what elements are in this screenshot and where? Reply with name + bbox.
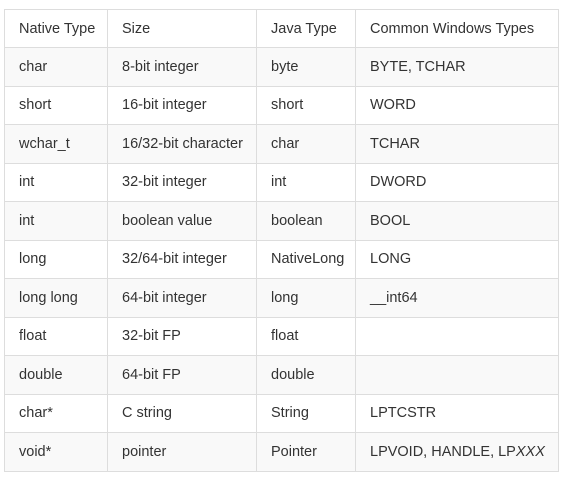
- cell-size: 32-bit integer: [107, 162, 257, 202]
- cell-windows-types: [355, 355, 559, 395]
- table-row: wchar_t 16/32-bit character char TCHAR: [4, 124, 559, 164]
- cell-size: C string: [107, 393, 257, 433]
- cell-java-type: boolean: [256, 201, 356, 241]
- cell-size: boolean value: [107, 201, 257, 241]
- table-row: long long 64-bit integer long __int64: [4, 278, 559, 318]
- cell-java-type: long: [256, 278, 356, 318]
- cell-native-type: short: [4, 85, 108, 125]
- cell-native-type: char: [4, 47, 108, 87]
- cell-size: 16-bit integer: [107, 85, 257, 125]
- cell-java-type: short: [256, 85, 356, 125]
- cell-native-type: long long: [4, 278, 108, 318]
- table-row: int 32-bit integer int DWORD: [4, 162, 559, 202]
- cell-size: pointer: [107, 432, 257, 472]
- cell-windows-types: [355, 316, 559, 356]
- cell-native-type: long: [4, 239, 108, 279]
- header-row: Native Type Size Java Type Common Window…: [4, 9, 559, 48]
- cell-windows-types: __int64: [355, 278, 559, 318]
- table-row: short 16-bit integer short WORD: [4, 85, 559, 125]
- cell-native-type: int: [4, 201, 108, 241]
- table-row: float 32-bit FP float: [4, 316, 559, 356]
- windows-types-placeholder-suffix: XXX: [515, 443, 545, 460]
- cell-native-type: double: [4, 355, 108, 395]
- cell-windows-types: BYTE, TCHAR: [355, 47, 559, 87]
- cell-size: 32/64-bit integer: [107, 239, 257, 279]
- cell-java-type: String: [256, 393, 356, 433]
- cell-java-type: Pointer: [256, 432, 356, 472]
- table-row: double 64-bit FP double: [4, 355, 559, 395]
- cell-windows-types: BOOL: [355, 201, 559, 241]
- cell-native-type: char*: [4, 393, 108, 433]
- cell-windows-types: WORD: [355, 85, 559, 125]
- table-row: void* pointer Pointer LPVOID, HANDLE, LP…: [4, 432, 559, 472]
- cell-java-type: NativeLong: [256, 239, 356, 279]
- cell-windows-types: TCHAR: [355, 124, 559, 164]
- cell-java-type: byte: [256, 47, 356, 87]
- cell-windows-types: LPTCSTR: [355, 393, 559, 433]
- cell-size: 32-bit FP: [107, 316, 257, 356]
- cell-size: 64-bit integer: [107, 278, 257, 318]
- table-row: long 32/64-bit integer NativeLong LONG: [4, 239, 559, 279]
- cell-windows-types: LPVOID, HANDLE, LPXXX: [355, 432, 559, 472]
- header-size: Size: [107, 9, 257, 48]
- cell-native-type: float: [4, 316, 108, 356]
- cell-java-type: double: [256, 355, 356, 395]
- cell-native-type: wchar_t: [4, 124, 108, 164]
- cell-windows-types: LONG: [355, 239, 559, 279]
- header-java-type: Java Type: [256, 9, 356, 48]
- windows-types-prefix: LPVOID, HANDLE, LP: [370, 443, 516, 460]
- type-mapping-table: Native Type Size Java Type Common Window…: [4, 9, 559, 472]
- cell-native-type: void*: [4, 432, 108, 472]
- table-row: int boolean value boolean BOOL: [4, 201, 559, 241]
- table-body: char 8-bit integer byte BYTE, TCHAR shor…: [4, 47, 559, 472]
- cell-size: 8-bit integer: [107, 47, 257, 87]
- cell-java-type: char: [256, 124, 356, 164]
- table-header: Native Type Size Java Type Common Window…: [4, 9, 559, 48]
- cell-native-type: int: [4, 162, 108, 202]
- cell-size: 64-bit FP: [107, 355, 257, 395]
- table-row: char* C string String LPTCSTR: [4, 393, 559, 433]
- cell-java-type: float: [256, 316, 356, 356]
- table-row: char 8-bit integer byte BYTE, TCHAR: [4, 47, 559, 87]
- cell-java-type: int: [256, 162, 356, 202]
- header-windows-types: Common Windows Types: [355, 9, 559, 48]
- header-native-type: Native Type: [4, 9, 108, 48]
- cell-size: 16/32-bit character: [107, 124, 257, 164]
- cell-windows-types: DWORD: [355, 162, 559, 202]
